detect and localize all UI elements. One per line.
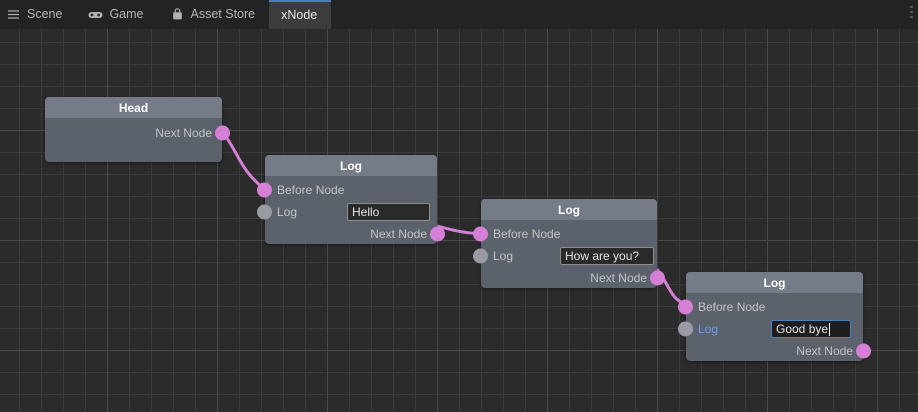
- tab-game[interactable]: Game: [76, 0, 157, 29]
- port-before-node[interactable]: [473, 226, 488, 242]
- gamepad-icon: [88, 7, 103, 22]
- tab-scene-label: Scene: [27, 7, 63, 22]
- log-message-value-1: Hello: [352, 205, 380, 219]
- port-row-next-node[interactable]: Next Node: [686, 340, 871, 362]
- node-head-body: Next Node: [45, 122, 230, 162]
- tab-xnode-label: xNode: [281, 8, 318, 23]
- port-before-node[interactable]: [678, 299, 693, 315]
- log-message-input-1[interactable]: Hello: [347, 203, 430, 221]
- port-next-node[interactable]: [650, 270, 665, 286]
- port-log[interactable]: [678, 321, 693, 337]
- port-row-log[interactable]: Log: [473, 245, 657, 267]
- editor-tab-bar: Scene Game Asset Store xNode: [0, 0, 918, 29]
- tab-asset-store[interactable]: Asset Store: [158, 0, 270, 29]
- port-log[interactable]: [257, 204, 272, 220]
- node-head[interactable]: Head Next Node: [45, 97, 230, 162]
- log-message-value-2: How are you?: [565, 249, 640, 263]
- node-log-2-body: Before Node Log How are you? Next Node: [473, 223, 665, 289]
- port-label-log: Log: [698, 322, 719, 336]
- port-next-node[interactable]: [856, 343, 871, 359]
- node-head-title: Head: [45, 97, 222, 118]
- port-row-log[interactable]: Log: [257, 201, 437, 223]
- node-log-3-title: Log: [686, 272, 863, 293]
- log-message-input-2[interactable]: How are you?: [560, 247, 654, 265]
- node-log-3[interactable]: Log Before Node Log Good bye Next Node: [678, 272, 871, 362]
- toolbar-overflow-indicator[interactable]: [910, 6, 913, 22]
- tab-game-label: Game: [109, 7, 144, 22]
- tab-scene[interactable]: Scene: [0, 0, 76, 29]
- node-log-1[interactable]: Log Before Node Log Hello Next Node: [257, 155, 445, 245]
- layers-icon: [6, 7, 21, 22]
- port-label-log: Log: [277, 205, 298, 219]
- shopping-bag-icon: [170, 7, 185, 22]
- port-row-next-node[interactable]: Next Node: [481, 267, 665, 289]
- port-log[interactable]: [473, 248, 488, 264]
- tab-xnode[interactable]: xNode: [269, 0, 332, 29]
- port-label-log: Log: [493, 249, 514, 263]
- port-label-next-node: Next Node: [590, 271, 647, 285]
- port-label-next-node: Next Node: [155, 126, 212, 140]
- tab-asset-store-label: Asset Store: [190, 7, 256, 22]
- node-log-1-body: Before Node Log Hello Next Node: [257, 179, 445, 245]
- text-cursor: [829, 322, 831, 336]
- port-row-before-node[interactable]: Before Node: [257, 179, 437, 201]
- port-label-next-node: Next Node: [796, 344, 853, 358]
- port-row-next-node[interactable]: Next Node: [45, 122, 230, 144]
- port-label-next-node: Next Node: [370, 227, 427, 241]
- node-log-3-body: Before Node Log Good bye Next Node: [678, 296, 871, 362]
- port-label-before-node: Before Node: [277, 183, 345, 197]
- node-graph-canvas[interactable]: Head Next Node Log Before Node Log: [0, 29, 918, 412]
- node-log-2-title: Log: [481, 199, 657, 220]
- edge-head-to-log1: [220, 130, 266, 192]
- port-row-next-node[interactable]: Next Node: [265, 223, 445, 245]
- port-label-before-node: Before Node: [493, 227, 561, 241]
- port-next-node[interactable]: [215, 125, 230, 141]
- port-row-before-node[interactable]: Before Node: [678, 296, 863, 318]
- node-log-1-title: Log: [265, 155, 437, 176]
- log-message-input-3[interactable]: Good bye: [771, 320, 851, 338]
- log-message-value-3: Good bye: [776, 322, 829, 336]
- port-before-node[interactable]: [257, 182, 272, 198]
- port-label-before-node: Before Node: [698, 300, 766, 314]
- port-next-node[interactable]: [430, 226, 445, 242]
- port-row-before-node[interactable]: Before Node: [473, 223, 657, 245]
- port-row-log[interactable]: Log: [678, 318, 863, 340]
- node-log-2[interactable]: Log Before Node Log How are you? Next No…: [473, 199, 665, 289]
